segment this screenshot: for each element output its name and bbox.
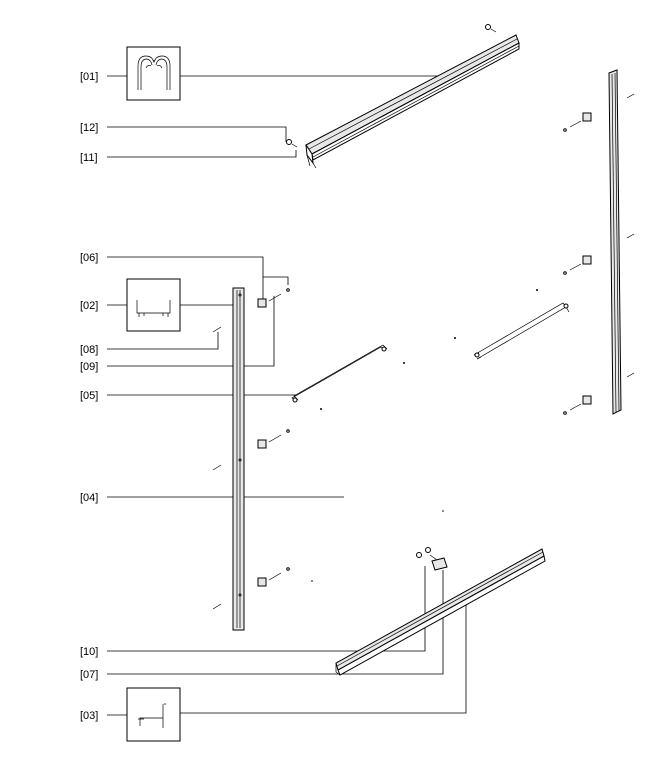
label-05: [05]: [80, 390, 98, 402]
label-03: [03]: [80, 710, 98, 722]
leader-06-branch: [263, 276, 289, 285]
right-vertical-profile: [608, 69, 635, 415]
label-10: [10]: [80, 646, 98, 658]
leader-03-right: [180, 593, 467, 714]
handle-right: [473, 302, 570, 360]
right-hinge-clips: [563, 112, 592, 415]
leader-08: [107, 332, 219, 350]
label-06: [06]: [80, 252, 98, 264]
left-vertical-profile: [232, 287, 245, 631]
label-08: [08]: [80, 344, 98, 356]
profile-box-01: [126, 46, 181, 101]
glass-panel-marks: [311, 289, 538, 582]
label-02: [02]: [80, 300, 98, 312]
profile-box-03: [126, 687, 181, 742]
leader-09: [107, 296, 275, 367]
handle-left: [291, 344, 388, 403]
top-rail: [305, 34, 520, 169]
profile-box-02: [126, 278, 181, 332]
leader-lines: [107, 75, 467, 716]
label-07: [07]: [80, 669, 98, 681]
label-12: [12]: [80, 122, 98, 134]
leader-11: [107, 150, 297, 158]
label-04: [04]: [80, 492, 98, 504]
leader-10: [107, 566, 426, 652]
bottom-clip: [416, 547, 448, 571]
leader-12: [107, 126, 287, 142]
top-screw: [286, 24, 497, 148]
leader-07: [107, 570, 444, 675]
label-09: [09]: [80, 361, 98, 373]
bottom-rail: [335, 548, 546, 676]
small-pins: [212, 326, 222, 610]
label-01: [01]: [80, 71, 98, 83]
leader-06: [107, 256, 264, 300]
label-11: [11]: [80, 152, 98, 164]
left-hinge-clips: [257, 288, 290, 587]
